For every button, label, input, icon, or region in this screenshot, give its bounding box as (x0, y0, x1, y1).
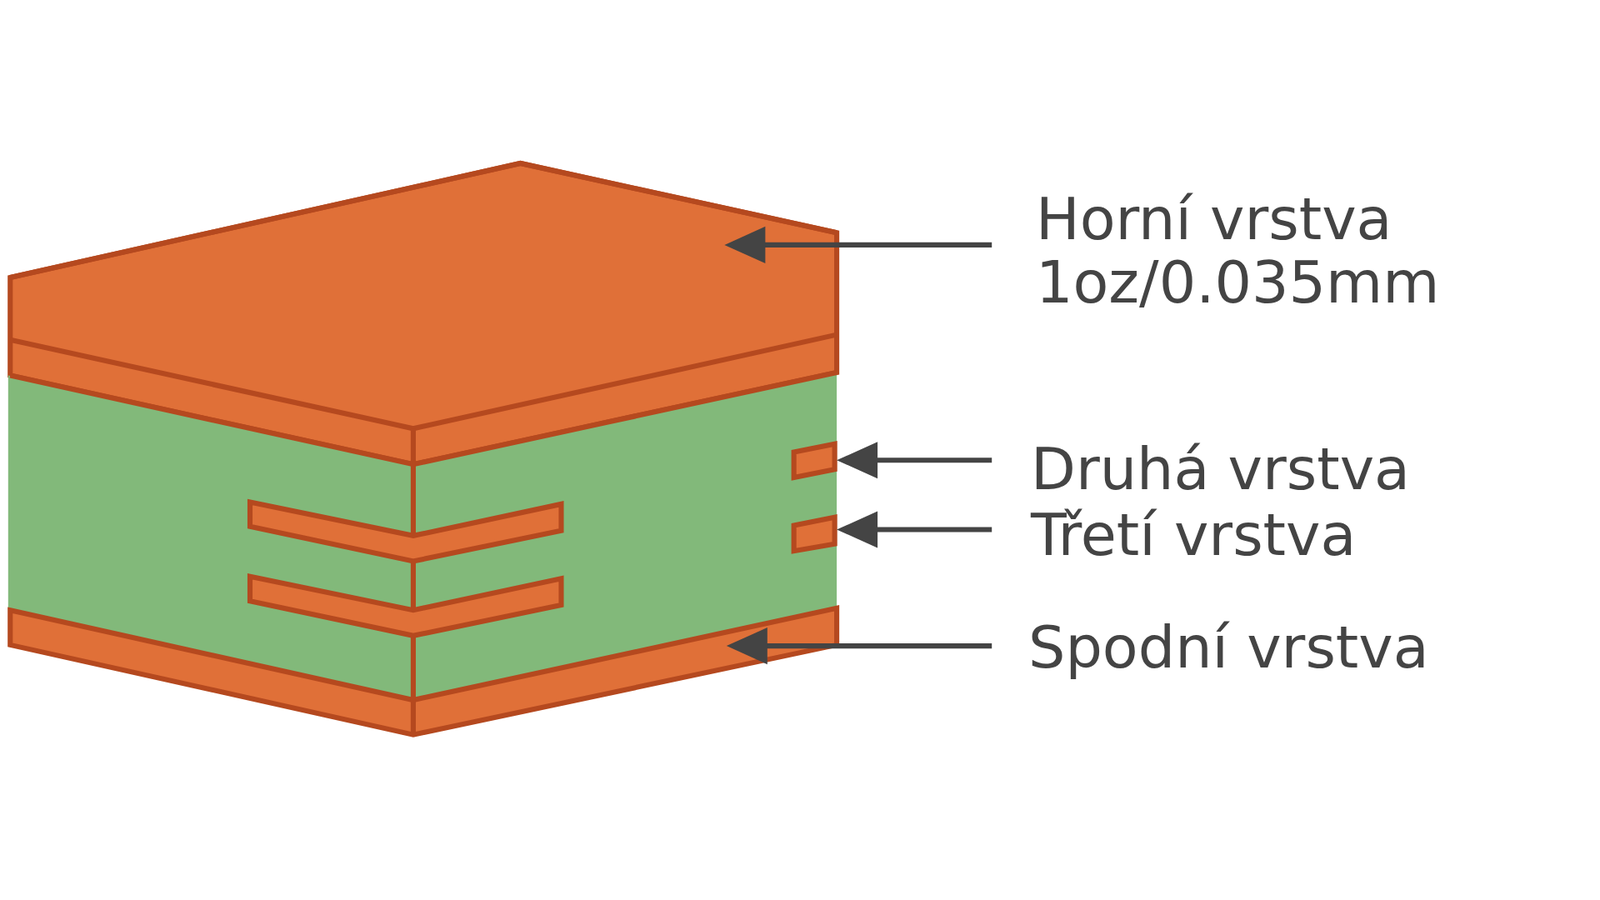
layer-label: Spodní vrstva (1028, 614, 1430, 682)
inner-layer-2-edge (794, 444, 835, 478)
inner-layer-2 (250, 501, 561, 561)
leader-line (762, 643, 993, 649)
layer-label: 1oz/0.035mm (1035, 249, 1440, 317)
leader-line (760, 242, 992, 248)
inner-layer-3 (250, 576, 561, 636)
layer-label: Třetí vrstva (1030, 501, 1356, 570)
arrow-head (836, 441, 878, 479)
inner-layer-3-edge (794, 517, 835, 551)
layer-label: Druhá vrstva (1030, 435, 1410, 504)
layer-label: Horní vrstva (1035, 185, 1393, 254)
arrow-head (726, 627, 768, 665)
arrow-head (724, 226, 765, 264)
leader-line (872, 457, 992, 463)
arrow-head (836, 510, 878, 548)
leader-line (872, 526, 992, 532)
